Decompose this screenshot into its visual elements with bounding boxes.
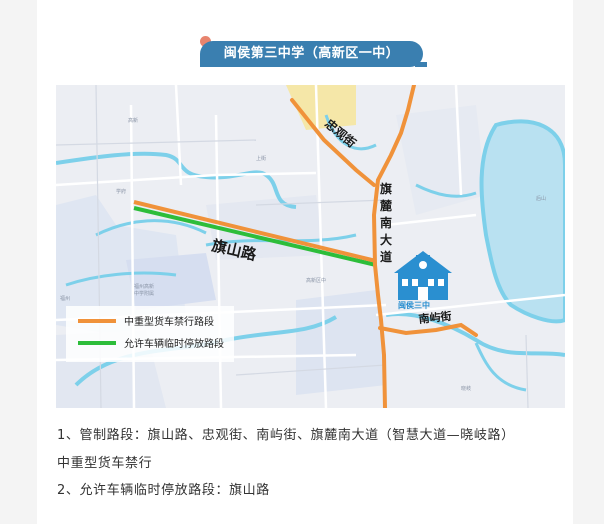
river <box>385 312 565 357</box>
district-zone <box>206 195 326 260</box>
map-annotation: 上街 <box>256 155 266 162</box>
note-line-1: 1、管制路段：旗山路、忠观街、南屿街、旗麓南大道（智慧大道—晓岐路） <box>57 428 515 443</box>
road-label-qilu-char: 麓 <box>379 198 393 213</box>
traffic-map: 高新 上街 学府 福州高新 中学附属 高新区中 后山 福州 晓岐 旗山路 忠观街… <box>56 85 565 408</box>
yellow-zone <box>286 85 356 130</box>
map-annotation: 中学附属 <box>134 290 154 297</box>
map-annotation: 学府 <box>116 188 126 195</box>
map-svg: 高新 上街 学府 福州高新 中学附属 高新区中 后山 福州 晓岐 旗山路 忠观街… <box>56 85 565 408</box>
map-annotation: 后山 <box>536 195 546 202</box>
river <box>95 219 207 237</box>
note-line-2: 中重型货车禁行 <box>57 456 153 471</box>
title-decoration-stub <box>415 62 427 67</box>
river <box>474 342 527 392</box>
river <box>415 183 477 198</box>
parking-road-qishan <box>133 206 377 267</box>
river <box>324 114 377 151</box>
school-icon <box>394 251 452 300</box>
section-title: 闽侯第三中学（高新区一中） <box>200 41 423 67</box>
road-label-qilu-char: 道 <box>380 249 392 264</box>
road-label-qilu-char: 大 <box>380 232 392 247</box>
map-annotation: 福州高新 <box>134 283 154 290</box>
road-label-nanyu: 南屿街 <box>418 309 452 326</box>
lake-shore <box>479 119 565 324</box>
school-sign: 闽侯三中 <box>398 300 430 310</box>
river <box>56 151 297 209</box>
road-label-qilu-char: 南 <box>380 215 392 230</box>
map-legend: 中重型货车禁行路段 允许车辆临时停放路段 <box>66 306 234 362</box>
restricted-road-zhongguan <box>290 98 376 187</box>
legend-label-restricted: 中重型货车禁行路段 <box>124 315 214 328</box>
map-annotation: 福州 <box>60 295 70 302</box>
map-annotation: 高新 <box>128 117 138 124</box>
note-line-3: 2、允许车辆临时停放路段：旗山路 <box>57 483 270 498</box>
district-zone <box>296 290 386 395</box>
restricted-road-nanyu <box>378 322 478 337</box>
restricted-road-qishan <box>133 200 377 263</box>
lake <box>481 121 565 322</box>
legend-label-parking: 允许车辆临时停放路段 <box>124 337 224 350</box>
title-decoration-dot <box>200 36 211 47</box>
district-zone <box>126 253 216 310</box>
restricted-road-qilu-nan <box>371 85 416 408</box>
legend-box <box>66 306 234 362</box>
map-annotation: 高新区中 <box>306 277 326 284</box>
map-annotation: 晓岐 <box>461 385 471 392</box>
road-label-qilu-char: 旗 <box>380 181 392 196</box>
river <box>65 271 177 287</box>
